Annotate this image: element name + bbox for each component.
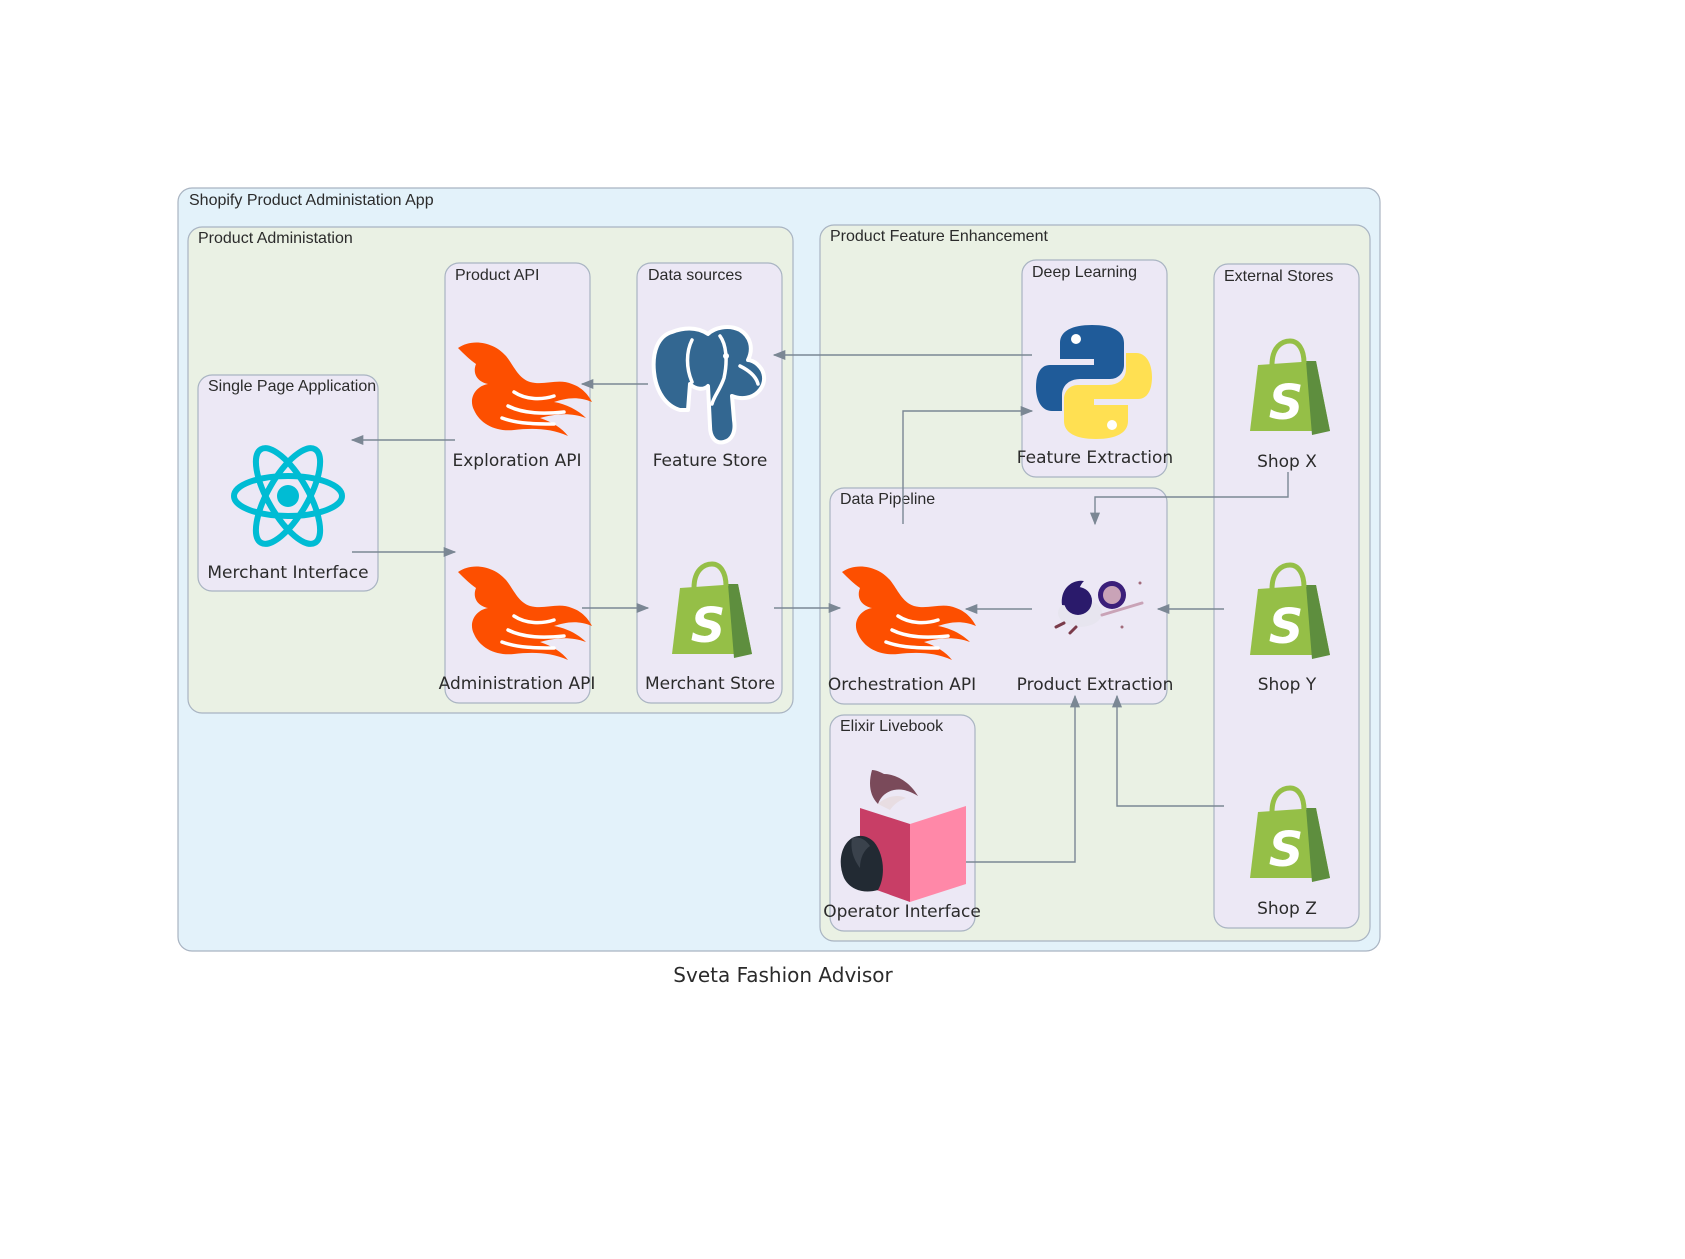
node-shop-y[interactable]: Shop Y <box>1250 565 1330 695</box>
node-shop-x[interactable]: Shop X <box>1250 341 1330 472</box>
node-feature-store[interactable]: Feature Store <box>651 325 768 471</box>
node-product-extraction[interactable]: Product Extraction <box>1017 580 1174 695</box>
node-label-shop-y: Shop Y <box>1258 675 1317 695</box>
cluster-label-product-api: Product API <box>455 267 540 284</box>
cluster-label-app: Shopify Product Administation App <box>189 192 434 209</box>
cluster-label-feature-enhancement: Product Feature Enhancement <box>830 228 1048 245</box>
node-label-shop-z: Shop Z <box>1257 899 1317 919</box>
cluster-label-data-sources: Data sources <box>648 267 742 284</box>
node-orchestration-api[interactable]: Orchestration API <box>828 564 978 695</box>
cluster-label-product-admin: Product Administation <box>198 230 353 247</box>
node-feature-extraction[interactable]: Feature Extraction <box>1017 325 1173 468</box>
node-label-feature-extraction: Feature Extraction <box>1017 448 1173 468</box>
edge-shop-x-to-product-extraction <box>1089 472 1289 526</box>
node-exploration-api[interactable]: Exploration API <box>453 340 594 471</box>
node-label-merchant-store: Merchant Store <box>645 674 775 694</box>
cluster-label-data-pipeline: Data Pipeline <box>840 491 935 508</box>
cluster-label-deep-learning: Deep Learning <box>1032 264 1137 281</box>
node-label-administration-api: Administration API <box>439 674 596 694</box>
node-operator-interface[interactable]: Operator Interface <box>823 770 981 922</box>
livebook-icon <box>840 770 966 902</box>
diagram-caption: Sveta Fashion Advisor <box>673 963 893 987</box>
python-icon <box>1036 325 1152 439</box>
node-label-product-extraction: Product Extraction <box>1017 675 1174 695</box>
crawler-icon <box>1054 580 1144 635</box>
edge-orchestration-to-feature-extraction <box>902 405 1034 524</box>
cluster-label-livebook: Elixir Livebook <box>840 718 944 735</box>
node-label-feature-store: Feature Store <box>653 451 768 471</box>
cluster-spa: Single Page Application <box>197 374 379 592</box>
node-label-merchant-interface: Merchant Interface <box>207 563 368 583</box>
node-merchant-store[interactable]: Merchant Store <box>645 564 775 694</box>
postgresql-icon <box>651 325 767 445</box>
edge-shop-z-to-product-extraction <box>1111 694 1224 807</box>
node-label-shop-x: Shop X <box>1257 452 1317 472</box>
node-label-operator-interface: Operator Interface <box>823 902 981 922</box>
node-label-orchestration-api: Orchestration API <box>828 675 976 695</box>
node-merchant-interface[interactable]: Merchant Interface <box>207 439 369 583</box>
node-label-exploration-api: Exploration API <box>453 451 582 471</box>
cluster-label-external-stores: External Stores <box>1224 268 1333 285</box>
node-shop-z[interactable]: Shop Z <box>1250 788 1330 919</box>
node-administration-api[interactable]: Administration API <box>439 564 596 694</box>
cluster-label-spa: Single Page Application <box>208 378 376 395</box>
edges <box>350 349 1289 863</box>
edge-operator-interface-to-product-extraction <box>966 694 1081 863</box>
